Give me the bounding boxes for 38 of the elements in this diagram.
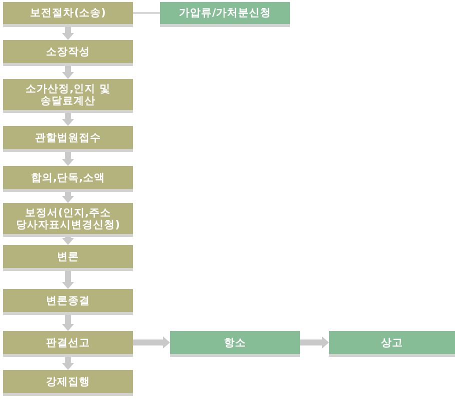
- process-box: [3, 40, 133, 63]
- step-label: 소가산정,인지 및 송달료계산: [24, 82, 112, 106]
- arrow: [62, 354, 74, 370]
- process-box: [160, 2, 290, 24]
- process-box: [3, 126, 133, 149]
- step-label: 판결선고: [46, 336, 90, 348]
- step-label: 변론: [57, 250, 79, 262]
- arrow: [133, 336, 170, 348]
- step-label: 강제집행: [46, 376, 90, 388]
- process-box: [170, 331, 300, 354]
- step-label: 상고: [381, 336, 403, 348]
- step-label: 관할법원접수: [35, 132, 101, 144]
- connector-line: [133, 12, 160, 14]
- arrow: [62, 149, 74, 166]
- arrow: [62, 268, 74, 289]
- arrow: [62, 189, 74, 203]
- arrow: [62, 312, 74, 331]
- step-label: 보정서(인지,주소 당사자표시변경신청): [15, 206, 121, 230]
- arrow: [62, 63, 74, 79]
- arrow: [62, 110, 74, 126]
- step-label: 항소: [224, 336, 246, 348]
- process-box: [3, 331, 133, 354]
- step-label: 변론종결: [46, 294, 90, 306]
- process-box: [3, 166, 133, 189]
- step-label: 가압류/가처분신청: [179, 7, 271, 19]
- process-box: [3, 245, 133, 268]
- process-box: [3, 203, 133, 234]
- arrow: [62, 24, 74, 40]
- process-box: [3, 370, 133, 393]
- process-box: [329, 331, 455, 354]
- step-label: 합의,단독,소액: [31, 172, 105, 184]
- process-box: [3, 79, 133, 110]
- process-box: [3, 2, 133, 24]
- step-label: 소장작성: [46, 46, 90, 58]
- arrow: [300, 336, 329, 348]
- step-label: 보전절차(소송): [30, 7, 106, 19]
- process-box: [3, 289, 133, 312]
- arrow: [62, 234, 74, 245]
